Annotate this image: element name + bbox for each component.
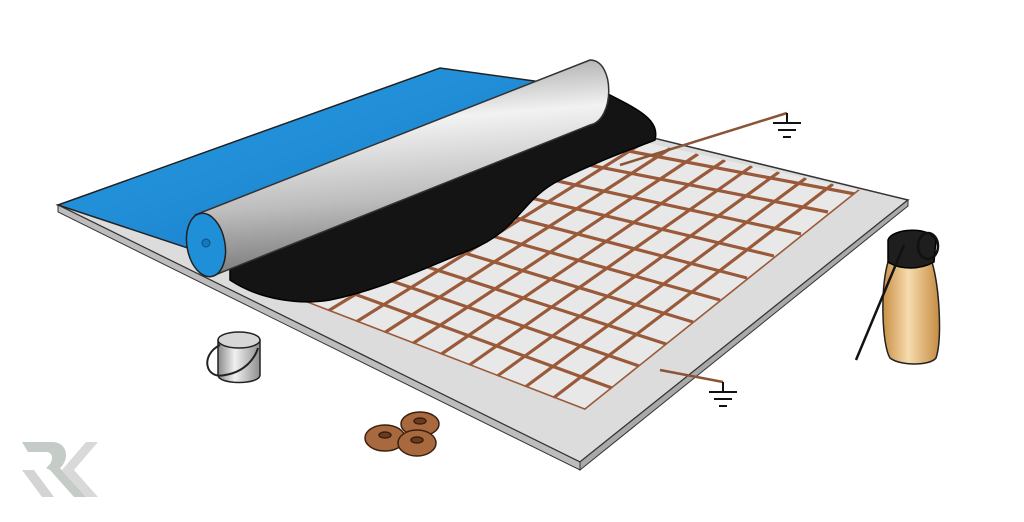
ground-symbol-bottom-icon [709,382,737,407]
bucket-icon [206,331,261,384]
ground-symbol-top-icon [773,113,801,138]
rk-logo [22,442,98,497]
washers-icon [364,411,440,457]
black-membrane [229,89,657,303]
membrane-roll [185,59,610,278]
copper-grounding-grid [300,130,860,410]
adhesive-bottle-icon [854,229,941,365]
ground-wires [619,111,788,384]
